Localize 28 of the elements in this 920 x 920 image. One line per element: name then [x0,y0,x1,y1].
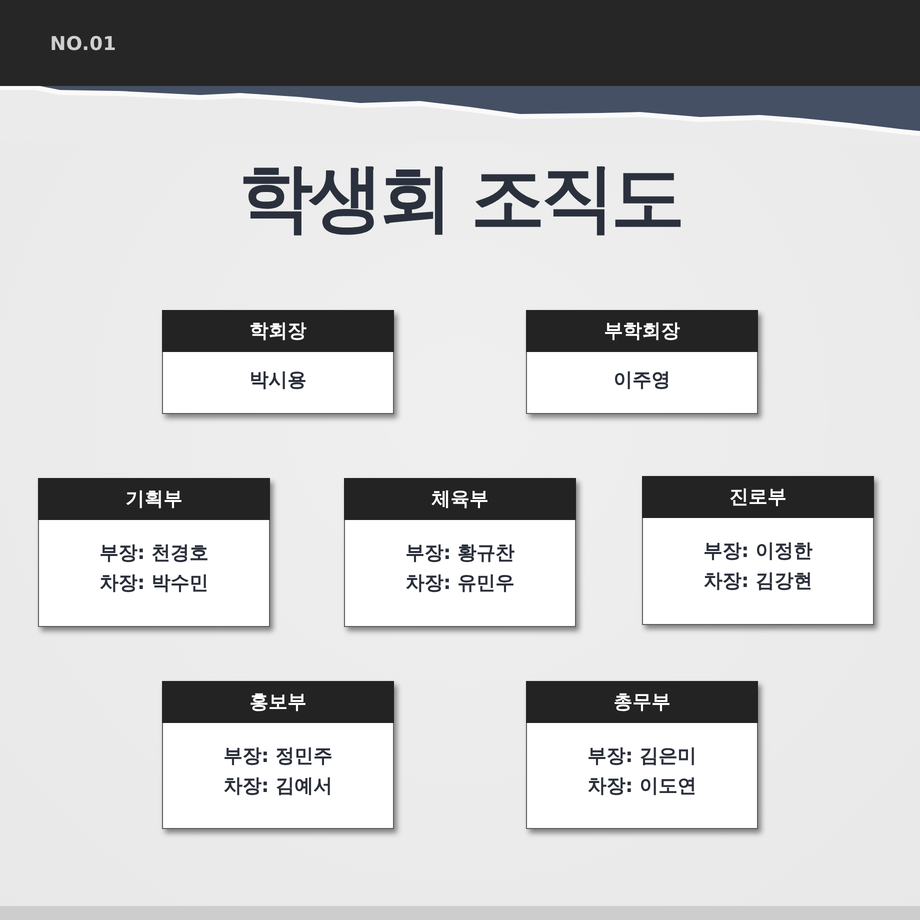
role-and-name: 부장: 천경호 [99,541,209,566]
person-name: 이주영 [614,368,670,392]
org-card [162,681,394,829]
role-and-name: 부장: 정민주 [223,744,333,768]
role-and-name: 차장: 김예서 [223,774,333,798]
org-card [38,478,270,627]
org-card [344,478,576,627]
department-heading: 체육부 [344,478,576,520]
person-name: 박시용 [250,368,306,392]
department-heading: 진로부 [642,476,874,518]
issue-number: NO.01 [50,33,116,56]
role-and-name: 부장: 황규찬 [405,541,515,566]
department-heading: 학회장 [162,310,394,352]
role-and-name: 부장: 이정한 [703,539,813,564]
org-card [642,476,874,625]
org-card [526,310,758,414]
role-and-name: 차장: 이도연 [587,774,697,798]
page-title: 학생회 조직도 [238,158,682,240]
org-card [526,681,758,829]
department-heading: 기획부 [38,478,270,520]
department-heading: 홍보부 [162,681,394,723]
role-and-name: 차장: 김강현 [703,569,813,594]
department-heading: 총무부 [526,681,758,723]
role-and-name: 차장: 박수민 [99,571,209,596]
role-and-name: 부장: 김은미 [587,744,697,768]
department-heading: 부학회장 [526,310,758,352]
org-card [162,310,394,414]
role-and-name: 차장: 유민우 [405,571,515,596]
